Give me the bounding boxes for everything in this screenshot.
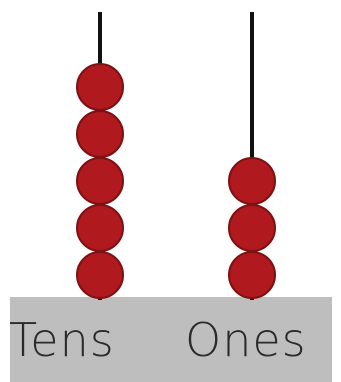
ones-beads <box>229 158 275 298</box>
ones-label: Ones <box>185 305 307 375</box>
tens-bead <box>77 111 123 157</box>
tens-label: Tens <box>9 305 115 375</box>
tens-bead <box>77 252 123 298</box>
tens-bead <box>77 205 123 251</box>
ones-bead <box>229 252 275 298</box>
tens-bead <box>77 64 123 110</box>
ones-bead <box>229 205 275 251</box>
ones-bead <box>229 158 275 204</box>
tens-bead <box>77 158 123 204</box>
tens-beads <box>77 64 123 298</box>
